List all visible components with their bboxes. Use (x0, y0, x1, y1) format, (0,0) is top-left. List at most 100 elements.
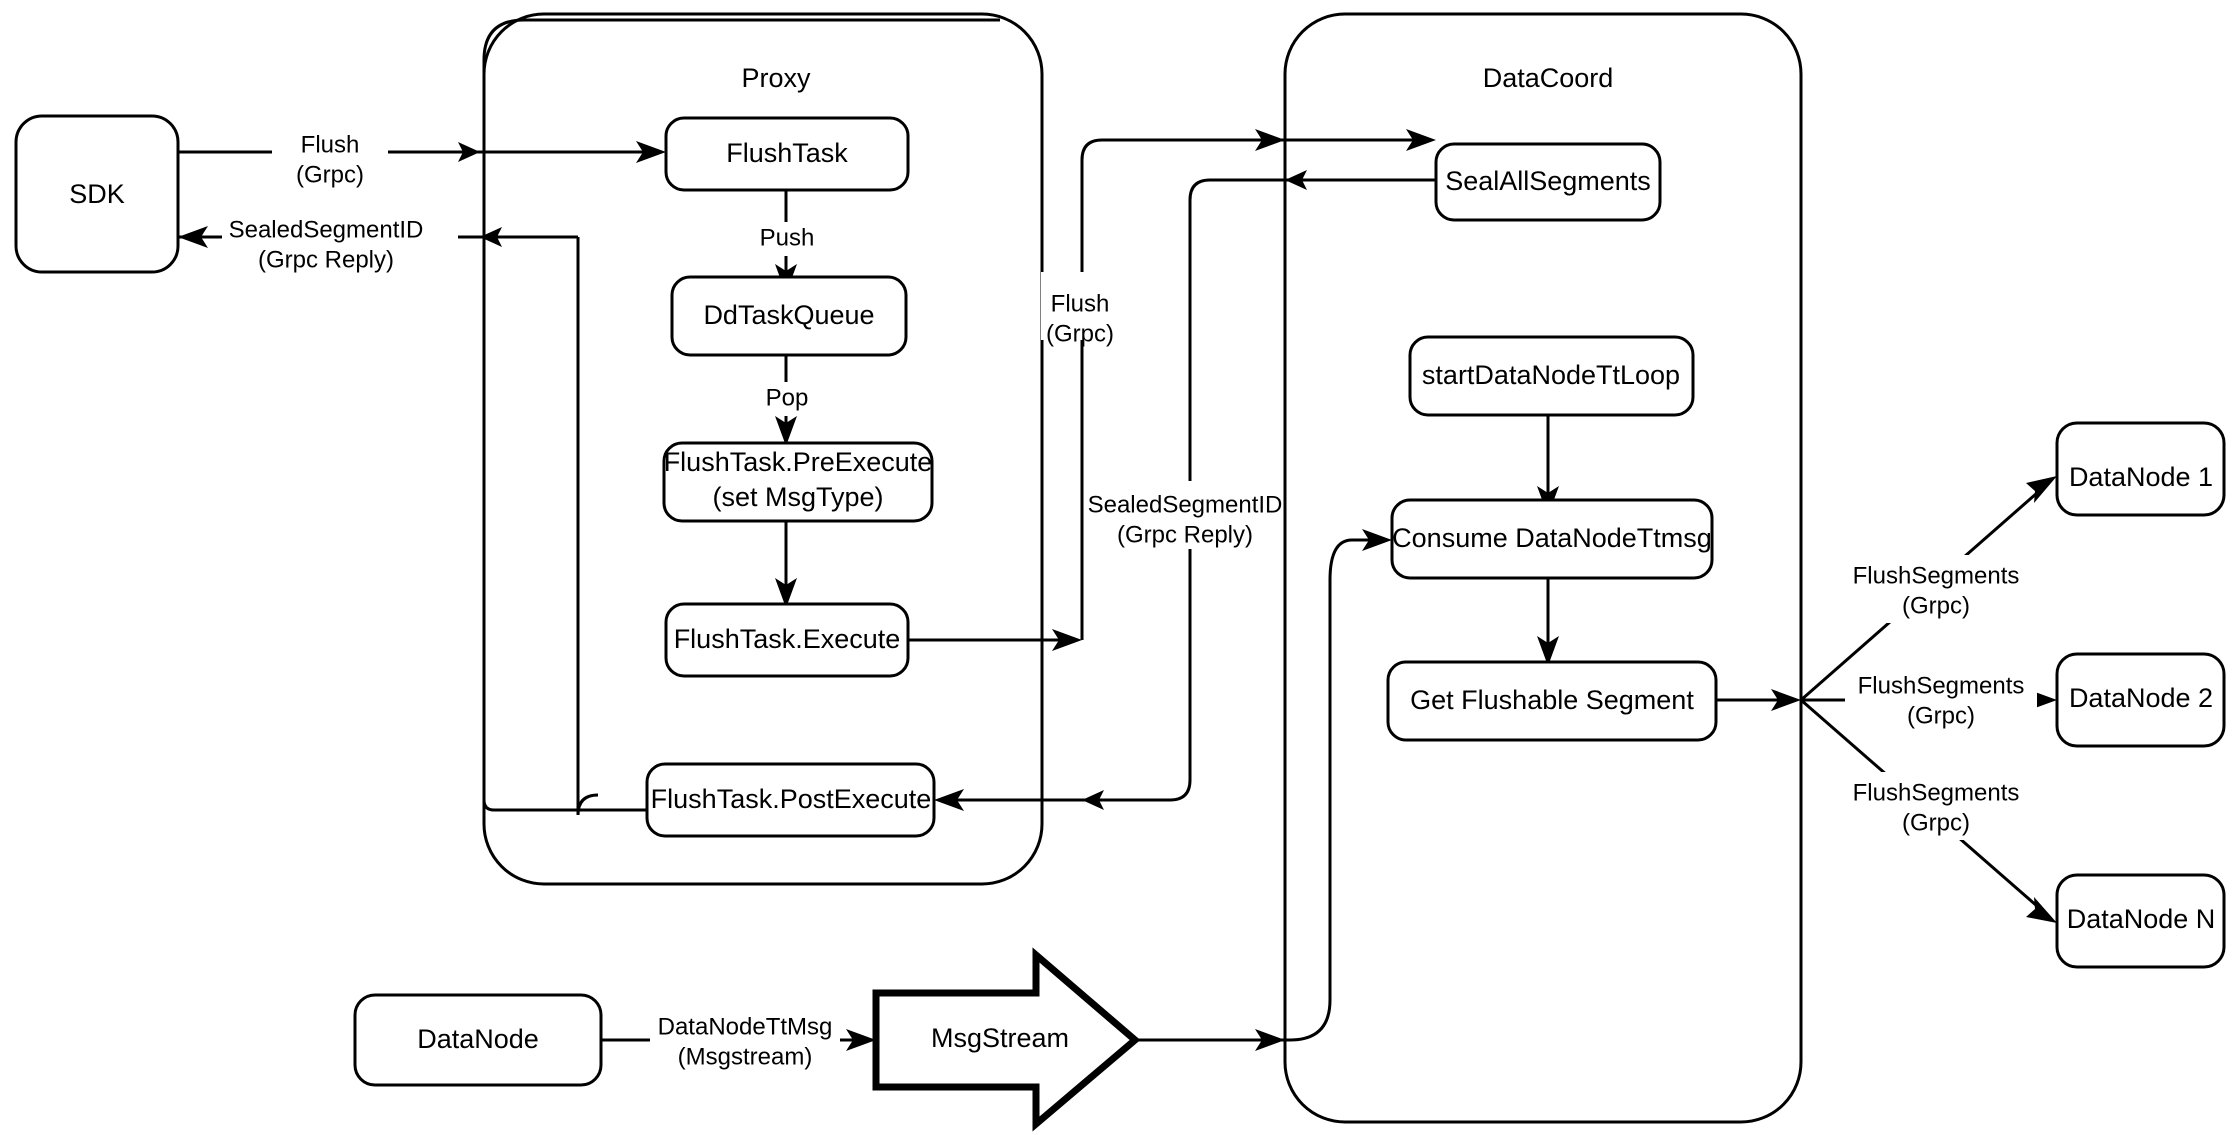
label-flushsegments-n-line1: FlushSegments (1853, 779, 2020, 806)
node-get-flushable-segment-box[interactable] (1386, 660, 1718, 742)
datacoord-container: DataCoord (1283, 12, 1803, 1124)
label-flushsegments-2-line1: FlushSegments (1858, 672, 2025, 699)
node-flush-task[interactable]: FlushTask (664, 116, 910, 192)
node-flushtask-preexecute-box[interactable] (662, 441, 934, 523)
arrowhead-icon (458, 142, 480, 162)
node-datanode-source[interactable]: DataNode (353, 993, 603, 1087)
label-proxy-to-datacoord: Flush (Grpc) (1041, 272, 1131, 347)
node-flushtask-postexecute[interactable]: FlushTask.PostExecute (645, 762, 936, 838)
node-datanode-2-box[interactable] (2055, 652, 2226, 748)
node-flushtask-preexecute-label-line1: FlushTask.PreExecute (664, 447, 933, 477)
label-pop: Pop (756, 382, 818, 416)
node-datanode-1-box[interactable] (2055, 421, 2226, 517)
label-flushsegments-n-line2: (Grpc) (1902, 809, 1970, 836)
node-start-datanode-tt-loop-box[interactable] (1408, 335, 1695, 417)
label-sealedsegmentid-line2: (Grpc Reply) (258, 246, 394, 273)
label-flush-grpc-line2: (Grpc) (296, 161, 364, 188)
label-bg (650, 1006, 840, 1074)
node-seal-all-segments[interactable]: SealAllSegments (1434, 142, 1662, 222)
node-consume-datanode-ttmsg-box[interactable] (1390, 498, 1714, 580)
arrowhead-icon (775, 578, 797, 608)
label-bg (272, 124, 388, 192)
label-bg (1840, 772, 2032, 840)
node-flushtask-postexecute-label: FlushTask.PostExecute (651, 784, 932, 814)
arrowhead-icon (1771, 689, 1801, 711)
node-datanode-1[interactable]: DataNode 1 (2055, 421, 2226, 517)
label-flushsegments-1-line1: FlushSegments (1853, 562, 2020, 589)
label-flushsegments-1: FlushSegments (Grpc) (1840, 555, 2032, 623)
node-get-flushable-segment[interactable]: Get Flushable Segment (1386, 660, 1718, 742)
edge-flush-bus-to-datacoord (1080, 138, 1420, 640)
label-flushsegments-2: FlushSegments (Grpc) (1845, 665, 2037, 733)
node-msgstream-shape[interactable] (872, 947, 1141, 1132)
node-consume-datanode-ttmsg[interactable]: Consume DataNodeTtmsg (1390, 498, 1714, 580)
node-datanode-1-label: DataNode 1 (2069, 462, 2213, 492)
node-flush-task-label: FlushTask (726, 138, 848, 168)
label-push-text: Push (760, 224, 815, 251)
label-flush-grpc-line1: Flush (301, 131, 360, 158)
node-flushtask-preexecute[interactable]: FlushTask.PreExecute (set MsgType) (662, 441, 934, 523)
node-flushtask-postexecute-box[interactable] (645, 762, 936, 838)
node-sdk-label: SDK (69, 179, 125, 209)
label-bg (222, 209, 458, 277)
label-bg (1845, 665, 2037, 733)
arrowhead-icon (480, 227, 502, 247)
node-get-flushable-segment-label: Get Flushable Segment (1410, 685, 1694, 715)
node-flushtask-execute[interactable]: FlushTask.Execute (664, 602, 910, 678)
edge-postexecute-return-riser (576, 237, 599, 816)
node-datanode-source-box[interactable] (353, 993, 603, 1087)
label-sealedsegmentid-dc-line2: (Grpc Reply) (1117, 521, 1253, 548)
node-dd-task-queue-label: DdTaskQueue (703, 300, 874, 330)
node-consume-datanode-ttmsg-label: Consume DataNodeTtmsg (1392, 523, 1712, 553)
label-flushsegments-1-line2: (Grpc) (1902, 592, 1970, 619)
label-bg (1085, 481, 1283, 549)
arrowhead-icon (1406, 129, 1436, 151)
node-datanode-n[interactable]: DataNode N (2055, 873, 2226, 969)
node-sdk[interactable]: SDK (14, 114, 180, 274)
label-proxy-to-sdk: SealedSegmentID (Grpc Reply) (222, 209, 458, 277)
node-msgstream-label: MsgStream (931, 1023, 1069, 1053)
node-datanode-n-box[interactable] (2055, 873, 2226, 969)
node-flushtask-execute-box[interactable] (664, 602, 910, 678)
node-datanode-2[interactable]: DataNode 2 (2055, 652, 2226, 748)
node-msgstream[interactable]: MsgStream (872, 947, 1141, 1132)
label-datanode-to-msgstream: DataNodeTtMsg (Msgstream) (650, 1006, 840, 1074)
edge-execute-to-flushbus (908, 629, 1082, 651)
node-seal-all-segments-label: SealAllSegments (1445, 166, 1651, 196)
label-bg (756, 382, 818, 416)
node-flushtask-preexecute-label-line2: (set MsgType) (712, 482, 883, 512)
edge-preexecute-to-execute (775, 520, 797, 608)
node-sdk-box[interactable] (14, 114, 180, 274)
arrowhead-icon (636, 141, 666, 163)
arrowhead-icon (1285, 170, 1307, 190)
arrowhead-icon (178, 226, 208, 248)
node-datanode-n-label: DataNode N (2067, 904, 2216, 934)
datacoord-container-label: DataCoord (1483, 63, 1614, 93)
arrowhead-icon (775, 416, 797, 446)
arrowhead-icon (1052, 629, 1082, 651)
arrowhead-icon (934, 789, 964, 811)
node-seal-all-segments-box[interactable] (1434, 142, 1662, 222)
node-start-datanode-tt-loop-label: startDataNodeTtLoop (1422, 360, 1680, 390)
arrowhead-icon (1537, 636, 1559, 666)
proxy-container-label: Proxy (741, 63, 811, 93)
arrowhead-icon (846, 1029, 876, 1051)
node-start-datanode-tt-loop[interactable]: startDataNodeTtLoop (1408, 335, 1695, 417)
arrowhead-icon (1362, 529, 1392, 551)
label-datanodettmsg-line1: DataNodeTtMsg (658, 1013, 833, 1040)
node-flush-task-box[interactable] (664, 116, 910, 192)
arrowhead-icon (2026, 897, 2057, 923)
arrowhead-icon (1255, 129, 1285, 151)
label-bg (1840, 555, 2032, 623)
label-datanodettmsg-line2: (Msgstream) (678, 1043, 813, 1070)
node-datanode-source-label: DataNode (417, 1024, 539, 1054)
label-bg (748, 222, 826, 256)
node-dd-task-queue-box[interactable] (670, 275, 908, 357)
node-dd-task-queue[interactable]: DdTaskQueue (670, 275, 908, 357)
label-flushsegments-2-line2: (Grpc) (1907, 702, 1975, 729)
edge-return-bus-to-postexecute (482, 152, 647, 812)
node-datanode-2-label: DataNode 2 (2069, 683, 2213, 713)
label-push: Push (748, 222, 826, 256)
label-sealedsegmentid-dc-line1: SealedSegmentID (1088, 491, 1283, 518)
